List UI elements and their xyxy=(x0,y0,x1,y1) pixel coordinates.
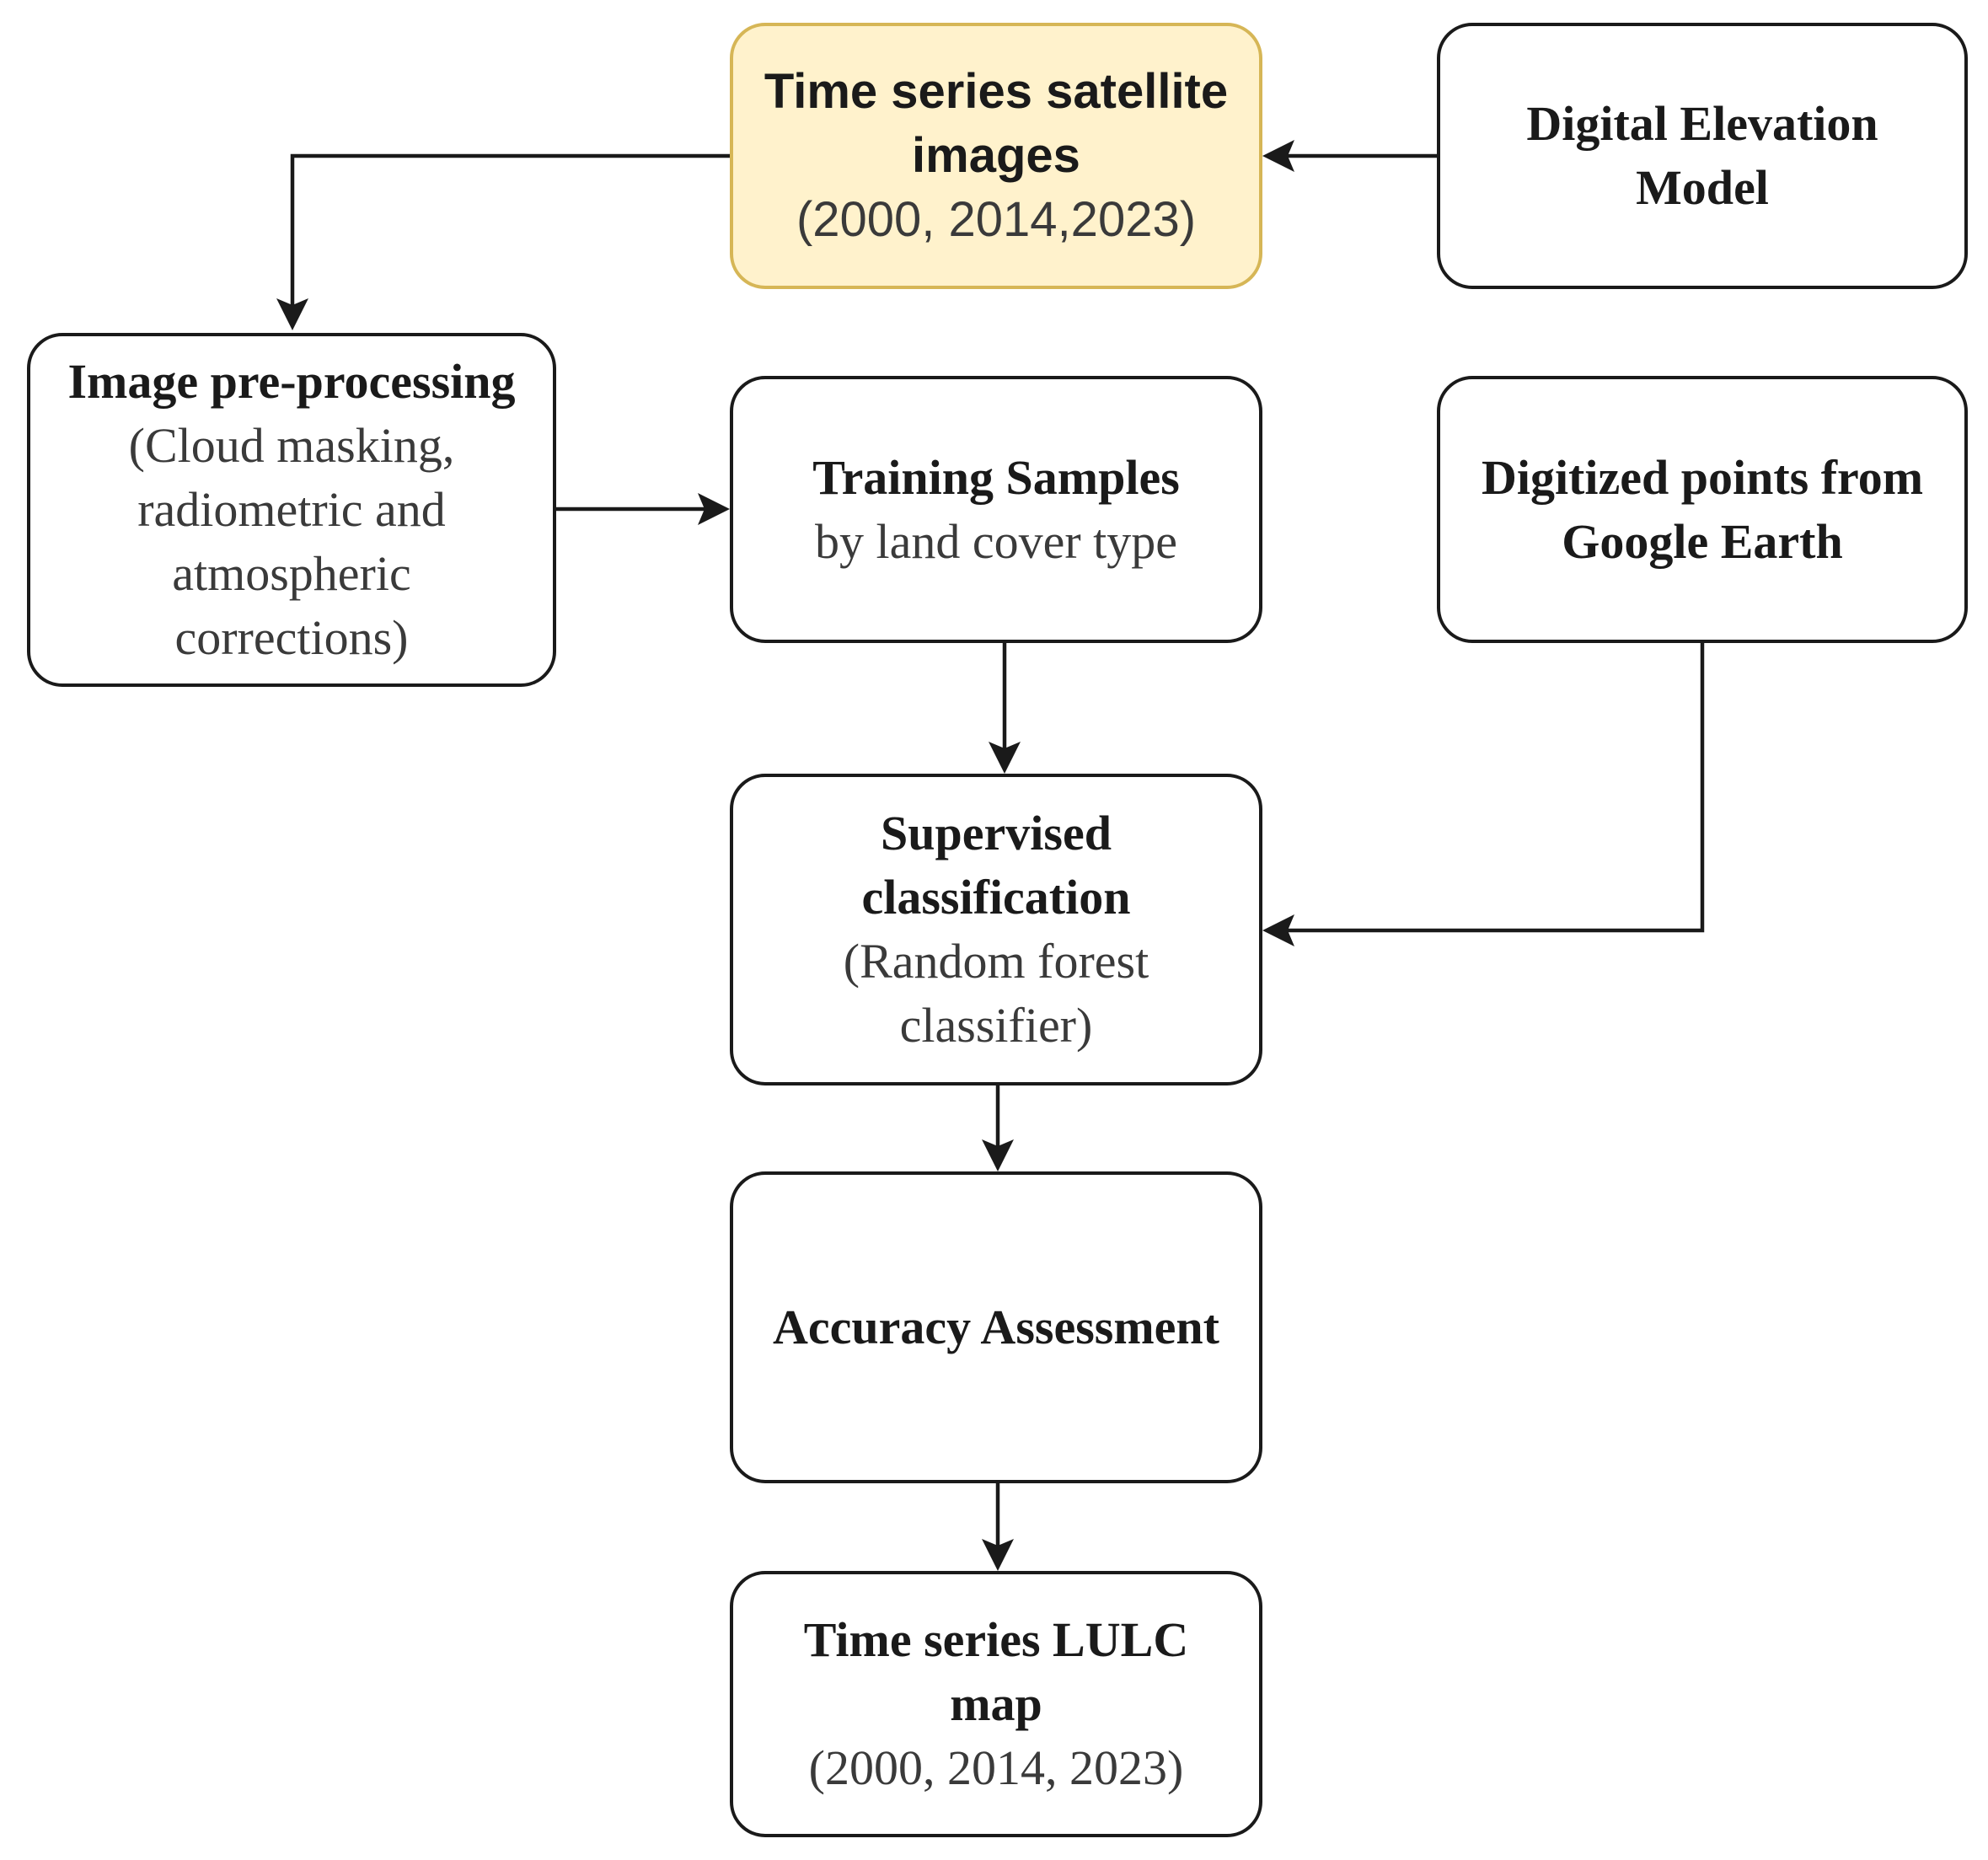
arrowhead-preprocessing-to-training xyxy=(698,493,730,525)
node-satellite-title-line-1: Time series satellite xyxy=(764,64,1229,119)
edge-digitized-to-supervised xyxy=(1285,643,1705,933)
node-training-title-line-1: Training Samples xyxy=(812,449,1180,505)
node-supervised-classification: Supervised classification (Random forest… xyxy=(730,774,1262,1085)
node-lulc-sub-line-1: (2000, 2014, 2023) xyxy=(808,1740,1184,1795)
node-satellite-title-line-2: images xyxy=(912,128,1080,183)
node-preprocessing-sub-line-4: corrections) xyxy=(174,610,409,665)
arrowhead-dem-to-satellite xyxy=(1262,140,1294,172)
arrowhead-satellite-to-preprocessing xyxy=(276,298,308,330)
node-digitized-points: Digitized points from Google Earth xyxy=(1437,376,1968,643)
arrowhead-supervised-to-accuracy xyxy=(982,1139,1014,1171)
node-preprocessing-title-line-1: Image pre-processing xyxy=(67,354,516,409)
node-lulc-map: Time series LULC map (2000, 2014, 2023) xyxy=(730,1571,1262,1837)
node-dem-title-line-1: Digital Elevation xyxy=(1526,96,1878,151)
node-satellite-sub-line-1: (2000, 2014,2023) xyxy=(796,192,1197,247)
node-digitized-title-line-2: Google Earth xyxy=(1562,513,1843,569)
node-training-samples: Training Samples by land cover type xyxy=(730,376,1262,643)
node-accuracy-title-line-1: Accuracy Assessment xyxy=(773,1300,1219,1354)
node-lulc-title-line-2: map xyxy=(950,1676,1042,1731)
node-digital-elevation-model: Digital Elevation Model xyxy=(1437,23,1968,289)
node-supervised-sub-line-1: (Random forest xyxy=(843,934,1149,989)
node-dem-title-line-2: Model xyxy=(1636,160,1769,215)
node-training-sub-line-1: by land cover type xyxy=(814,513,1177,569)
node-satellite-images: Time series satellite images (2000, 2014… xyxy=(730,23,1262,289)
node-supervised-title-line-1: Supervised xyxy=(881,806,1112,860)
node-preprocessing-sub-line-2: radiometric and xyxy=(137,482,446,537)
node-image-preprocessing: Image pre-processing (Cloud masking, rad… xyxy=(27,333,556,687)
arrowhead-digitized-to-supervised xyxy=(1262,914,1294,946)
node-preprocessing-sub-line-3: atmospheric xyxy=(172,546,411,601)
arrowhead-accuracy-to-lulc xyxy=(982,1539,1014,1571)
node-digitized-title-line-1: Digitized points from xyxy=(1481,449,1924,505)
node-lulc-title-line-1: Time series LULC xyxy=(803,1612,1189,1667)
node-accuracy-assessment: Accuracy Assessment xyxy=(730,1171,1262,1483)
edge-satellite-to-preprocessing xyxy=(290,153,730,305)
node-preprocessing-sub-line-1: (Cloud masking, xyxy=(128,418,455,473)
arrowhead-training-to-supervised xyxy=(989,742,1021,774)
node-supervised-sub-line-2: classifier) xyxy=(899,998,1093,1053)
node-supervised-title-line-2: classification xyxy=(861,870,1131,925)
